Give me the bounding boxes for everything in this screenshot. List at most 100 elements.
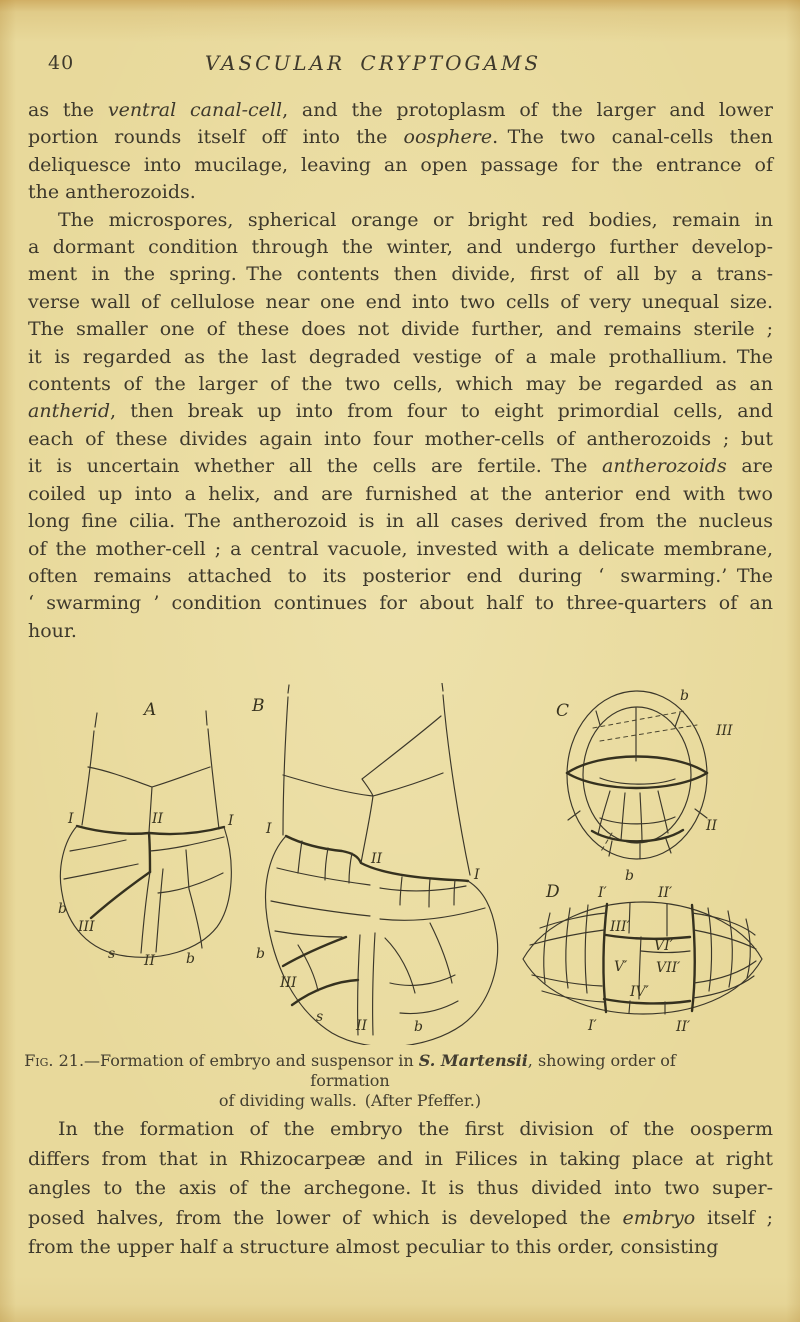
running-header: VASCULAR CRYPTOGAMS — [204, 51, 542, 75]
wall-I-right-label: I — [227, 813, 234, 829]
text-line: long fine cilia. The antherozoid is in a… — [28, 508, 773, 535]
wall-II-top-label: II′ — [657, 885, 673, 901]
suspensor-s-label: s — [316, 1009, 323, 1025]
wall-I-left-label: I — [265, 821, 272, 837]
plain-text: ment in the spring. The contents then di… — [28, 263, 773, 286]
bold-italic-text: S. Martensii — [418, 1051, 528, 1070]
text-line: portion rounds itself off into the oosph… — [28, 124, 773, 151]
text-line: ment in the spring. The contents then di… — [28, 261, 773, 288]
figure-panel-B: B I II I b — [251, 683, 499, 1045]
plain-text: are — [726, 455, 773, 478]
text-line: deliquesce into mucilage, leaving an ope… — [28, 152, 773, 179]
basal-b-left-label: b — [58, 901, 67, 917]
paragraph-3: In the formation of the embryo the first… — [28, 1115, 773, 1263]
text-line: as the ventral canal-cell, and the proto… — [28, 97, 773, 124]
figure-caption: Fig. 21.—Formation of embryo and suspens… — [0, 1051, 700, 1111]
basal-b-bottom-label: b — [414, 1019, 423, 1035]
text-line: a dormant condition through the winter, … — [28, 234, 773, 261]
figure-panel-D: D I′ II′ III′ VI′ V′ VII′ I — [522, 882, 763, 1035]
text-line: it is regarded as the last degraded vest… — [28, 344, 773, 371]
text-line: of the mother-cell ; a central vacuole, … — [28, 536, 773, 563]
plain-text: , then break up into from four to eight … — [110, 400, 773, 423]
wall-II-top-label: II — [370, 851, 383, 867]
plain-text: from the upper half a structure almost p… — [28, 1236, 719, 1258]
basal-b-bottom-label: b — [625, 868, 634, 884]
plain-text: hour. — [28, 619, 77, 642]
wall-V-label: V′ — [614, 959, 628, 975]
wall-I-bottom-label: I′ — [587, 1018, 598, 1034]
wall-II-bottom-label: II — [355, 1018, 368, 1034]
plain-text: portion rounds itself off into the — [28, 126, 404, 149]
text-line: In the formation of the embryo the first… — [28, 1115, 773, 1145]
text-line: the antherozoids. — [28, 179, 773, 206]
plain-text: deliquesce into mucilage, leaving an ope… — [28, 153, 773, 176]
figure-panel-C: C b III II b — [556, 688, 733, 884]
plain-text: a dormant condition through the winter, … — [28, 236, 773, 259]
text-line: angles to the axis of the archegone. It … — [28, 1174, 773, 1204]
italic-text: antherid — [28, 400, 111, 423]
plain-text: each of these divides again into four mo… — [28, 427, 773, 450]
plain-text: The microspores, spherical orange or bri… — [58, 208, 773, 231]
text-line: verse wall of cellulose near one end int… — [28, 289, 773, 316]
text-line: differs from that in Rhizocarpeæ and in … — [28, 1145, 773, 1175]
figure-panel-A: A I II I b III s II b — [58, 700, 234, 969]
plain-text: contents of the larger of the two cells,… — [28, 373, 773, 396]
figure-21-embryo-diagrams: A I II I b III s II b B — [58, 683, 763, 1045]
wall-I-right-label: I — [473, 867, 480, 883]
plain-text: differs from that in Rhizocarpeæ and in … — [28, 1147, 773, 1170]
wall-II-label: II — [705, 818, 718, 834]
wall-VII-label: VII′ — [656, 960, 681, 976]
plain-text: . The two canal-cells then — [492, 126, 773, 149]
basal-b-left-label: b — [256, 946, 265, 962]
wall-II-bottom-label: II′ — [675, 1019, 691, 1035]
plain-text: it is uncertain whether all the cells ar… — [28, 455, 603, 478]
plain-text: the antherozoids. — [28, 181, 196, 204]
wall-VI-label: VI′ — [654, 938, 674, 954]
italic-text: oosphere — [403, 126, 493, 149]
plain-text: verse wall of cellulose near one end int… — [28, 290, 773, 313]
text-line: often remains attached to its posterior … — [28, 563, 773, 590]
plain-text: angles to the axis of the archegone. It … — [28, 1177, 773, 1199]
plain-text: In the formation of the embryo the first… — [58, 1118, 773, 1140]
wall-II-top-label: II — [151, 811, 164, 827]
text-line: ‘ swarming ’ condition continues for abo… — [28, 590, 773, 617]
basal-b-top-label: b — [680, 688, 689, 704]
body-text-upper: as the ventral canal-cell, and the proto… — [28, 97, 773, 645]
plain-text: , and the protoplasm of the larger and l… — [282, 99, 774, 121]
italic-text: ventral canal-cell — [107, 99, 283, 121]
small-caps-text: Fig. 21. — [24, 1051, 85, 1070]
text-line: hour. — [28, 618, 773, 645]
plain-text: long fine cilia. The antherozoid is in a… — [28, 510, 773, 533]
plain-text: of the mother-cell ; a central vacuole, … — [28, 537, 773, 560]
text-line: each of these divides again into four mo… — [28, 426, 773, 453]
plain-text: of dividing walls. (After Pfeffer.) — [218, 1091, 482, 1110]
text-line: it is uncertain whether all the cells ar… — [28, 453, 773, 480]
plain-text: as the — [28, 99, 108, 121]
plain-text: —Formation of embryo and suspensor in — [84, 1051, 419, 1070]
wall-II-bottom-label: II — [143, 953, 156, 969]
wall-III-label: III — [279, 975, 297, 991]
wall-I-left-label: I — [67, 811, 74, 827]
wall-I-top-label: I′ — [597, 885, 608, 901]
plain-text: posed halves, from the lower of which is… — [28, 1206, 623, 1229]
text-line: The microspores, spherical orange or bri… — [28, 207, 773, 234]
panel-d-label: D — [545, 882, 560, 902]
text-line: The smaller one of these does not divide… — [28, 316, 773, 343]
plain-text: often remains attached to its posterior … — [28, 564, 773, 587]
paragraph-1: as the ventral canal-cell, and the proto… — [28, 97, 773, 207]
body-text-lower: In the formation of the embryo the first… — [28, 1115, 773, 1263]
panel-c-label: C — [556, 701, 569, 721]
text-line: antherid, then break up into from four t… — [28, 398, 773, 425]
basal-b-bottom-label: b — [186, 951, 195, 967]
text-line: from the upper half a structure almost p… — [28, 1233, 773, 1263]
plain-text: The smaller one of these does not divide… — [28, 318, 773, 341]
italic-text: antherozoids — [602, 455, 727, 478]
page-number: 40 — [48, 52, 75, 74]
text-line: posed halves, from the lower of which is… — [28, 1204, 773, 1234]
italic-text: embryo — [622, 1206, 696, 1229]
wall-III-label: III′ — [609, 919, 631, 935]
panel-a-label: A — [142, 700, 156, 720]
paragraph-2: The microspores, spherical orange or bri… — [28, 207, 773, 646]
wall-III-label: III — [715, 723, 733, 739]
